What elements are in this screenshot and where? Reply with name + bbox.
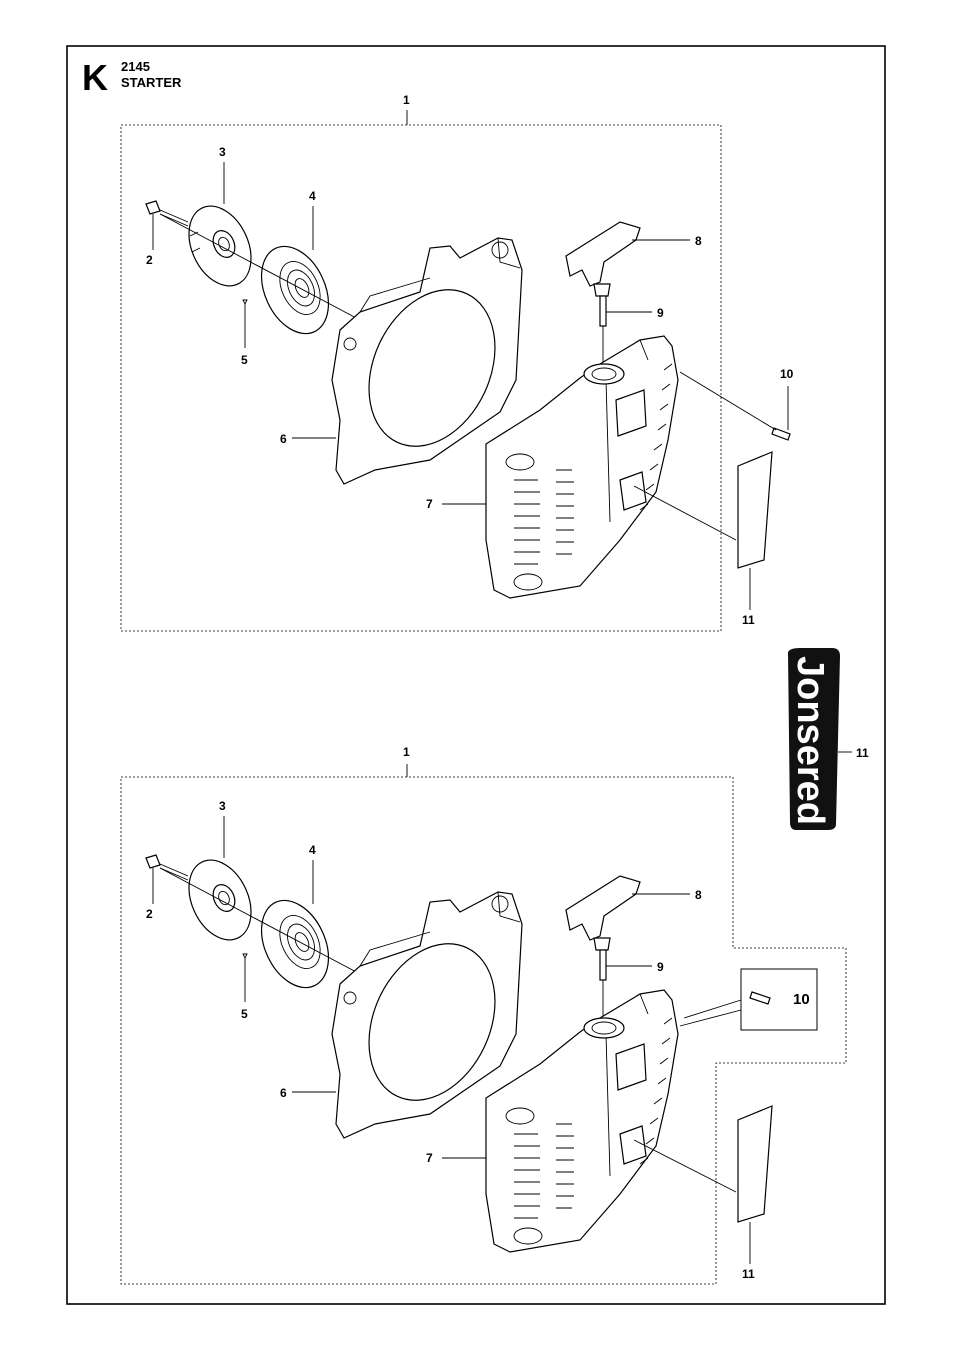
upper-label-2: 2 bbox=[146, 253, 153, 267]
lower-label-11: 11 bbox=[742, 1267, 755, 1281]
lower-label-1: 1 bbox=[403, 745, 410, 759]
lower-part-5-screw bbox=[242, 953, 248, 984]
section-letter: K bbox=[82, 57, 108, 98]
lower-part-8-handle bbox=[565, 875, 641, 941]
lower-label-2: 2 bbox=[146, 907, 153, 921]
upper-label-5: 5 bbox=[241, 353, 248, 367]
upper-label-3: 3 bbox=[219, 145, 226, 159]
lower-part-6-housing bbox=[331, 891, 523, 1139]
upper-part-8-handle bbox=[565, 221, 641, 287]
lower-part-9-rope bbox=[593, 937, 611, 1016]
lower-assembly-boundary bbox=[120, 776, 847, 1285]
upper-part-11-decal bbox=[737, 451, 773, 569]
upper-part-7-cover bbox=[485, 335, 679, 599]
lower-label-3: 3 bbox=[219, 799, 226, 813]
lower-part-7-cover bbox=[485, 989, 679, 1253]
upper-label-8: 8 bbox=[695, 234, 702, 248]
logo-label-11: 11 bbox=[856, 746, 869, 760]
lower-part-4-spring bbox=[260, 899, 330, 989]
upper-part-6-housing bbox=[331, 237, 523, 485]
upper-assembly: 1 2 3 4 5 6 7 8 9 10 11 bbox=[120, 93, 794, 632]
logo-badge bbox=[788, 648, 840, 830]
page-border bbox=[66, 45, 886, 1305]
upper-label-6: 6 bbox=[280, 432, 287, 446]
upper-label-10: 10 bbox=[780, 367, 794, 381]
jonsered-logo-decal: Jonsered 11 bbox=[788, 648, 869, 830]
upper-part-4-spring bbox=[260, 245, 330, 335]
logo-text: Jonsered bbox=[789, 656, 831, 825]
upper-part-5-screw bbox=[242, 299, 248, 330]
lower-label-5: 5 bbox=[241, 1007, 248, 1021]
lower-label-7: 7 bbox=[426, 1151, 433, 1165]
upper-label-7: 7 bbox=[426, 497, 433, 511]
lower-label-6: 6 bbox=[280, 1086, 287, 1100]
lower-part-10-screw bbox=[749, 991, 771, 1005]
lower-part-10-inset bbox=[740, 968, 818, 1031]
upper-assembly-boundary bbox=[120, 124, 722, 632]
lower-label-8: 8 bbox=[695, 888, 702, 902]
lower-part-2-bolt bbox=[145, 854, 189, 881]
upper-label-1: 1 bbox=[403, 93, 410, 107]
upper-label-4: 4 bbox=[309, 189, 316, 203]
model-number: 2145 bbox=[121, 59, 150, 74]
lower-label-9: 9 bbox=[657, 960, 664, 974]
upper-label-11: 11 bbox=[742, 613, 755, 627]
lower-label-10: 10 bbox=[793, 991, 810, 1008]
lower-part-11-decal bbox=[737, 1105, 773, 1223]
section-title: STARTER bbox=[121, 75, 182, 90]
lower-label-4: 4 bbox=[309, 843, 316, 857]
lower-assembly: 1 2 3 4 5 6 7 8 9 10 11 bbox=[120, 745, 847, 1285]
upper-part-10-screw bbox=[771, 427, 791, 441]
upper-part-2-bolt bbox=[145, 200, 189, 227]
upper-label-9: 9 bbox=[657, 306, 664, 320]
upper-part-9-rope bbox=[593, 283, 611, 362]
